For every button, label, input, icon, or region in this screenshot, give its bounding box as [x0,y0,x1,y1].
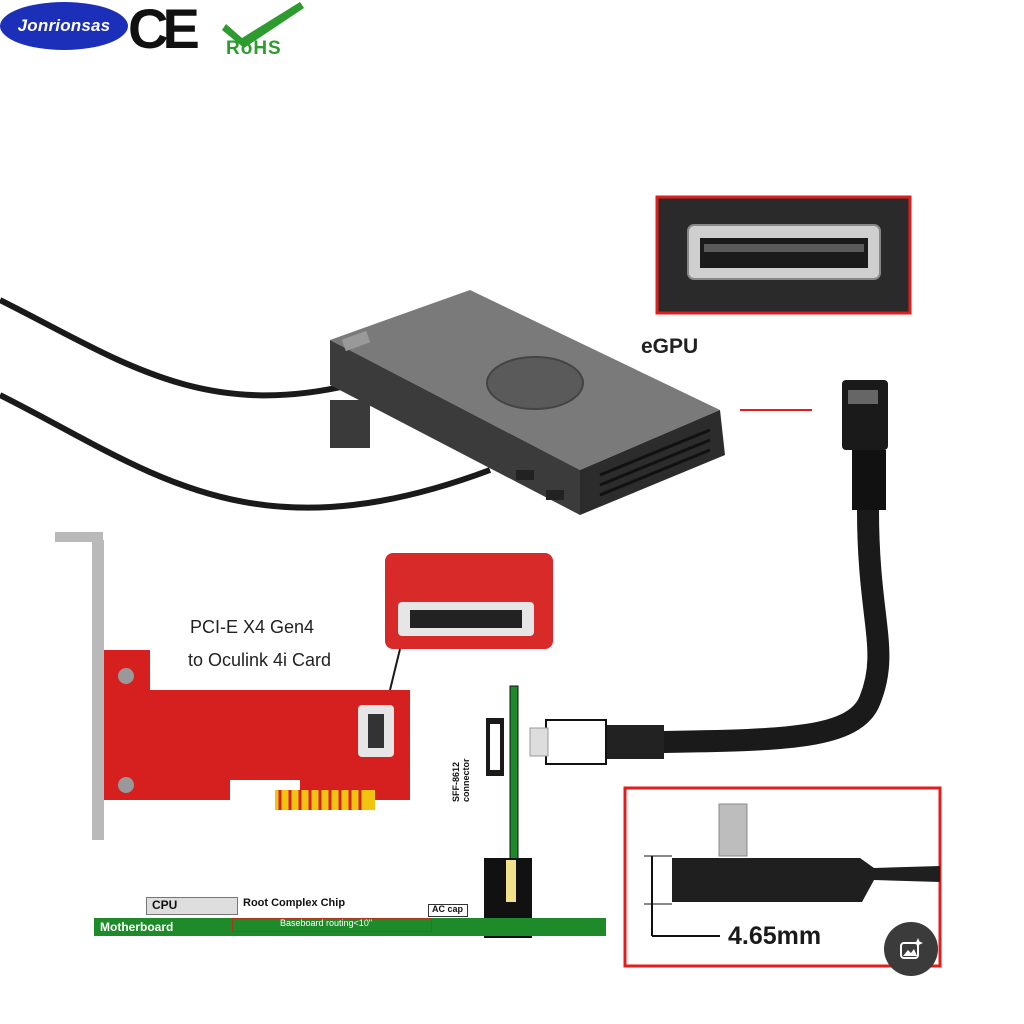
brand-header: Jonrionsas CE RoHS [0,0,320,64]
ac-cap-box [428,904,468,917]
sff-connector-diagram [484,685,532,938]
egpu-dock [330,290,725,515]
motherboard-bar [94,918,606,936]
card-title-line1: PCI-E X4 Gen4 [190,617,315,637]
card-title-line2: to Oculink 4i Card [188,650,332,670]
baseboard-routing-label: Baseboard routing<10" [280,918,373,928]
motherboard-label: Motherboard [100,920,174,934]
rohs-checkmark-icon [222,2,304,48]
ce-mark: CE [128,0,200,60]
egpu-fan-vent [486,356,584,410]
cpu-label: CPU [152,898,178,912]
ai-image-edit-button[interactable] [884,922,938,976]
pcie-oculink-card [55,532,410,840]
image-sparkle-icon [900,938,923,959]
data-cable [0,392,492,511]
sff-connector-label: SFF-8612 connector [443,722,473,802]
egpu-label: eGPU [641,335,699,358]
oculink-cable [529,380,890,765]
sff-connector-sub: connector [461,758,471,802]
oculink-port-inset [655,195,912,315]
rohs-label: RoHS [226,38,282,59]
ac-cap-label: AC cap [432,904,464,914]
pcb-port-inset [385,553,553,691]
root-complex-label: Root Complex Chip [243,897,346,909]
brand-logo: Jonrionsas [0,2,128,50]
sff-connector-model: SFF-8612 [451,761,461,802]
thickness-dimension-label: 4.65mm [728,922,822,950]
power-cable [0,297,351,399]
baseboard-routing-box [232,918,432,932]
cpu-block [146,897,238,915]
